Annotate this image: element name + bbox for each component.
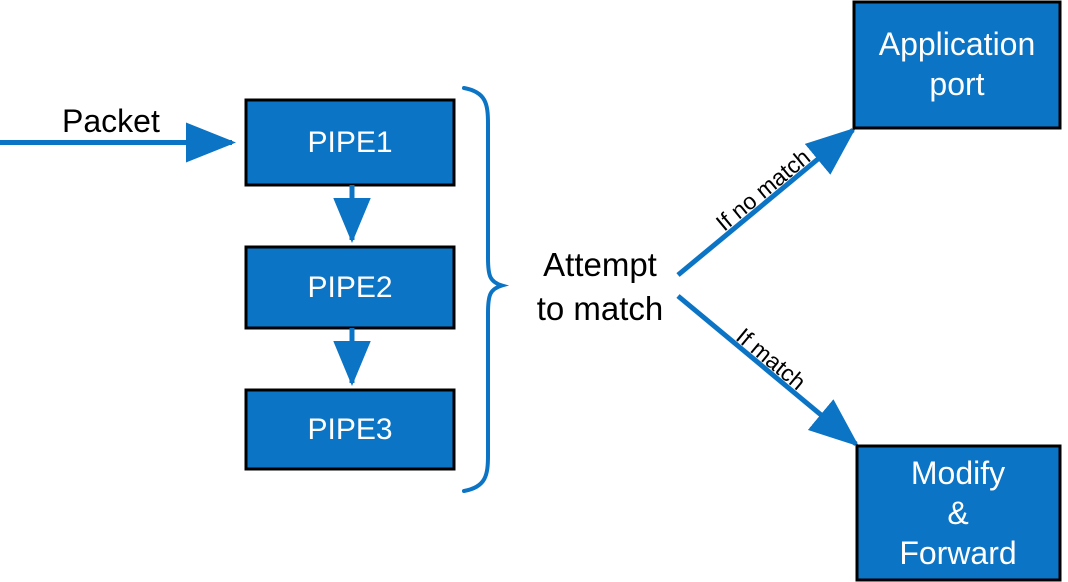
pipe1-label: PIPE1 <box>307 126 392 159</box>
grouping-brace <box>462 86 510 493</box>
brace-icon <box>462 86 510 493</box>
if-match-arrow <box>676 294 860 447</box>
attempt-to-match-line2: to match <box>537 290 664 327</box>
branch-if-no-match: If no match <box>676 127 857 277</box>
modify-and-forward-line3: Forward <box>899 535 1016 571</box>
pipe3-label: PIPE3 <box>307 413 392 446</box>
if-no-match-arrow <box>676 127 857 277</box>
node-pipe3[interactable]: PIPE3 <box>244 388 456 471</box>
modify-and-forward-line1: Modify <box>911 455 1005 491</box>
node-application-port[interactable]: Application port <box>852 0 1062 130</box>
if-no-match-label: If no match <box>711 144 815 236</box>
modify-and-forward-rect[interactable] <box>855 444 1062 582</box>
branch-if-match: If match <box>676 294 860 447</box>
pipe3-rect[interactable] <box>244 388 456 471</box>
node-modify-and-forward[interactable]: Modify & Forward <box>855 444 1062 582</box>
if-match-label: If match <box>731 323 811 395</box>
attempt-to-match-line1: Attempt <box>543 246 657 283</box>
pipe2-rect[interactable] <box>244 245 456 330</box>
node-pipe1[interactable]: PIPE1 <box>244 98 456 187</box>
modify-and-forward-line2: & <box>947 495 968 531</box>
application-port-rect[interactable] <box>852 0 1062 130</box>
attempt-to-match-label: Attempt to match <box>537 246 664 327</box>
node-pipe2[interactable]: PIPE2 <box>244 245 456 330</box>
application-port-line1: Application <box>879 26 1036 62</box>
pipe2-label: PIPE2 <box>307 271 392 304</box>
packet-input-edge: Packet <box>0 103 237 163</box>
packet-label: Packet <box>62 103 160 139</box>
application-port-line2: port <box>929 66 984 102</box>
